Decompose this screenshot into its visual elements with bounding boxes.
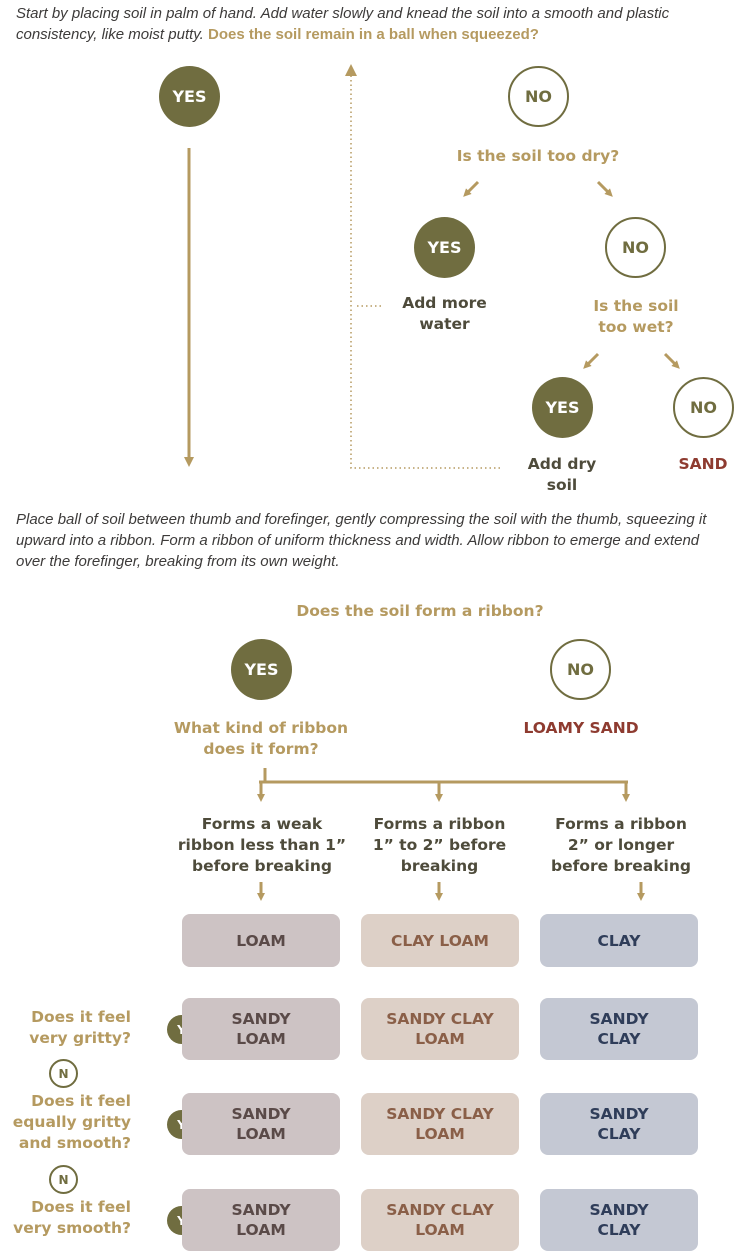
dry-yes-circle: YES [414, 217, 475, 278]
too-dry-question: Is the soil too dry? [456, 147, 620, 165]
return-dotted-line [350, 74, 500, 469]
smooth-question: Does it feel very smooth? [13, 1198, 131, 1237]
result-label: SANDY CLAY [589, 1201, 649, 1239]
clay-box-label: CLAY [597, 931, 641, 950]
too-wet-question: Is the soil too wet? [593, 297, 679, 336]
result-label: SANDY LOAM [231, 1201, 291, 1239]
ribbon-no-circle: NO [550, 639, 611, 700]
step1-question: Does the soil remain in a ball when sque… [208, 26, 539, 43]
gritty-no-badge: N [49, 1059, 78, 1088]
add-water-label: Add more water [402, 294, 487, 333]
ball-yes-circle: YES [159, 66, 220, 127]
equal-question: Does it feel equally gritty and smooth? [12, 1092, 131, 1152]
wet-yes-circle: YES [532, 377, 593, 438]
result-label: SANDY CLAY LOAM [386, 1201, 494, 1239]
sandy-clay-box: SANDY CLAY [540, 998, 698, 1060]
step1-intro-text: Start by placing soil in palm of hand. A… [16, 5, 670, 43]
gritty-question: Does it feel very gritty? [29, 1008, 131, 1047]
result-label: SANDY LOAM [231, 1010, 291, 1048]
equal-no-badge: N [49, 1165, 78, 1194]
step2-intro: Place ball of soil between thumb and for… [16, 511, 707, 570]
result-label: SANDY CLAY LOAM [386, 1010, 494, 1048]
ribbon-long-label: Forms a ribbon 2” or longer before break… [550, 815, 691, 875]
result-label: SANDY CLAY [589, 1105, 649, 1143]
ribbon-kind-question: What kind of ribbon does it form? [173, 719, 349, 758]
result-label: SANDY CLAY LOAM [386, 1105, 494, 1143]
sandy-clay-loam-box: SANDY CLAY LOAM [361, 1189, 519, 1251]
dry-yes-arrow [463, 180, 480, 197]
loam-box-label: LOAM [236, 931, 286, 950]
sandy-clay-loam-box: SANDY CLAY LOAM [361, 1093, 519, 1155]
sand-result: SAND [678, 455, 728, 473]
step1-intro: Start by placing soil in palm of hand. A… [16, 3, 751, 45]
sandy-clay-loam-box: SANDY CLAY LOAM [361, 998, 519, 1060]
ball-no-circle: NO [508, 66, 569, 127]
sandy-loam-box: SANDY LOAM [182, 998, 340, 1060]
dry-no-arrow [596, 180, 613, 197]
clay-loam-box-label: CLAY LOAM [391, 931, 489, 950]
ribbon-question: Does the soil form a ribbon? [296, 602, 544, 620]
add-dry-soil-label: Add dry soil [527, 455, 597, 494]
result-label: SANDY CLAY [589, 1010, 649, 1048]
result-label: SANDY LOAM [231, 1105, 291, 1143]
ribbon-yes-circle: YES [231, 639, 292, 700]
sandy-loam-box: SANDY LOAM [182, 1093, 340, 1155]
return-arrowhead [345, 64, 357, 76]
ribbon-weak-label: Forms a weak ribbon less than 1” before … [177, 815, 347, 875]
clay-loam-box: CLAY LOAM [361, 914, 519, 967]
loam-box: LOAM [182, 914, 340, 967]
ribbon-mid-label: Forms a ribbon 1” to 2” before breaking [372, 815, 507, 875]
sandy-clay-box: SANDY CLAY [540, 1189, 698, 1251]
sandy-clay-box: SANDY CLAY [540, 1093, 698, 1155]
wet-no-arrow [663, 352, 680, 369]
wet-no-circle: NO [673, 377, 734, 438]
loamy-sand-result: LOAMY SAND [523, 719, 639, 737]
sandy-loam-box: SANDY LOAM [182, 1189, 340, 1251]
clay-box: CLAY [540, 914, 698, 967]
wet-yes-arrow [583, 352, 600, 369]
dry-no-circle: NO [605, 217, 666, 278]
